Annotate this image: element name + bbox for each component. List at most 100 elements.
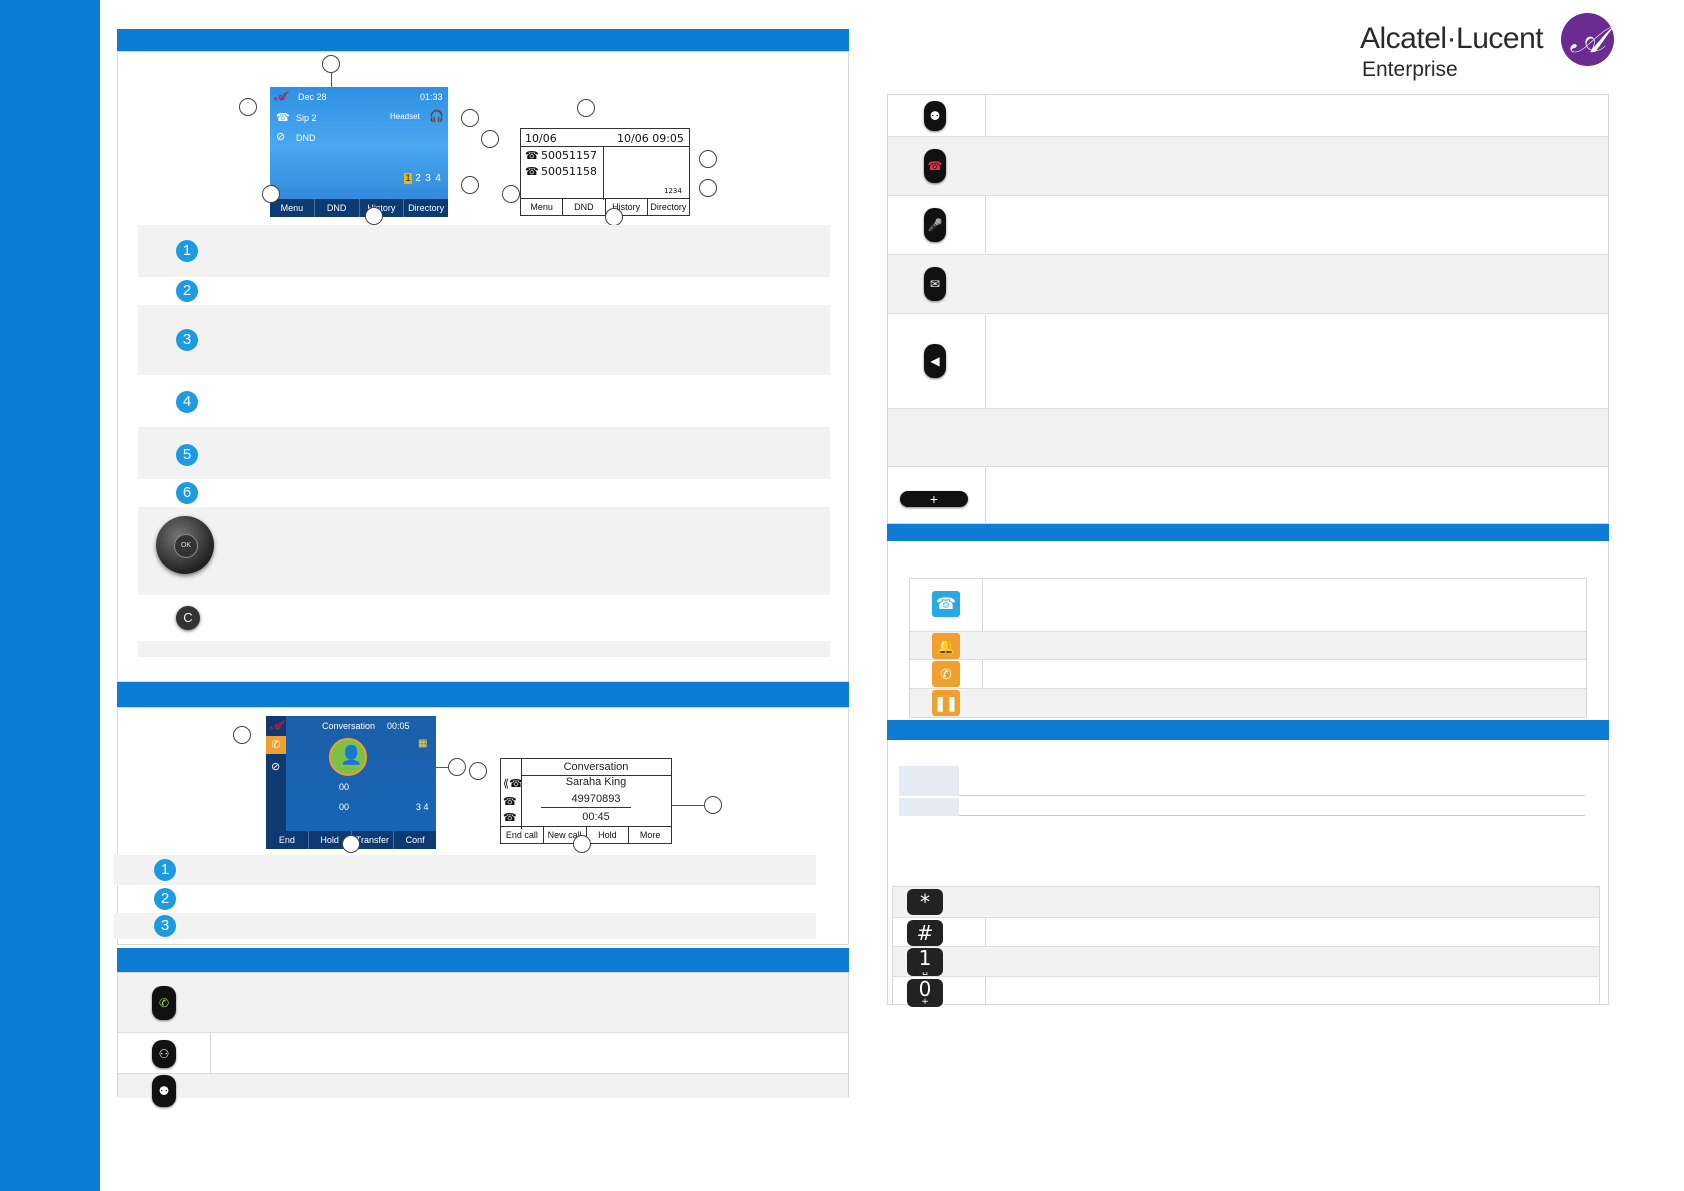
keypad-row: * [893,887,1599,917]
left-accent-bar [0,0,100,1191]
callout-marker [577,99,595,117]
softkey-dnd[interactable]: DND [313,199,359,217]
phone-line-icon: ☎ [525,165,539,178]
legend-number: 5 [176,444,198,466]
zero-key[interactable]: 0 + [907,979,943,1007]
key-row: ✉ [888,254,1608,313]
idle-screen-section: 𝒜 Dec 28 01:33 ☎ Sip 2 Headset 🎧 ⊘ DND 1… [117,51,849,682]
plus-icon: + [929,491,939,507]
mono-caller-number: 49970893 [571,793,621,805]
conference-key[interactable]: ⚉ [152,1075,176,1107]
softkey-directory[interactable]: Directory [646,199,689,215]
idle-dnd-label: DND [296,133,316,143]
callout-marker [461,109,479,127]
ok-button[interactable]: OK [174,534,198,558]
key-row: ✆ [118,973,848,1032]
legend-row: 4 [138,375,830,427]
color-idle-screen: 𝒜 Dec 28 01:33 ☎ Sip 2 Headset 🎧 ⊘ DND 1… [270,87,448,217]
section-header-bar [887,720,1609,740]
softkey-hold[interactable]: Hold [585,827,629,843]
idle-time: 01:33 [420,92,443,102]
callout-marker [365,207,383,225]
softkey-more[interactable]: More [628,827,671,843]
conference-icon: ⚉ [158,1084,170,1098]
callout-marker [699,179,717,197]
caller-avatar: 👤 [329,738,367,776]
softkey-hold[interactable]: Hold [307,831,351,849]
conversation-sidebar [266,716,286,831]
phone-line-icon: ☎ [503,795,517,808]
brand-logo-icon: 𝒜 [1561,13,1614,66]
table-header-cell [899,798,959,816]
mono-datetime: 10/06 09:05 [617,132,684,145]
key-row: + [888,466,1608,525]
status-icons-table: ☎ 🔔 ✆ ❚❚ [909,578,1587,718]
keypad-row: 1 ␣ [893,946,1599,976]
table-header-cell [899,766,959,796]
key-row: ⚉ [888,95,1608,136]
idle-softkey-bar: Menu DND History Directory [270,199,448,217]
legend-row: C [138,595,830,641]
transfer-call-key[interactable]: ✆ [152,986,176,1020]
softkey-history[interactable]: History [604,199,647,215]
conversation-pages: 3 4 [416,802,429,812]
callout-marker [262,185,280,203]
key-row: ⚇ [118,1032,848,1073]
callout-marker [481,130,499,148]
conversation-line-b: 00 [339,802,350,812]
space-icon: ␣ [922,966,928,976]
speaker-key[interactable]: ◀ [924,344,946,378]
callout-marker [322,55,340,73]
legend-number: 1 [176,240,198,262]
handsfree-icon: ⟪☎ [503,777,523,790]
speaker-icon: ◀ [930,354,940,368]
softkey-dnd[interactable]: DND [562,199,604,215]
softkey-end[interactable]: End [278,835,295,845]
legend-number: 6 [176,482,198,504]
softkey-new-call[interactable]: New call [542,827,586,843]
status-row: ☎ [910,579,1586,631]
softkey-end-call[interactable]: End call [505,830,538,840]
mono-divider [521,759,522,829]
one-key[interactable]: 1 ␣ [907,948,943,976]
callout-marker [461,176,479,194]
contacts-icon: ▦ [418,738,428,749]
incoming-call-status-icon: ✆ [932,661,960,687]
legend-row: 1 [114,855,816,885]
softkey-conf[interactable]: Conf [393,831,436,849]
softkey-menu[interactable]: Menu [280,203,304,213]
headset-icon: 🎧 [429,109,444,123]
mono-idle-screen: 10/06 10/06 09:05 ☎ 50051157 ☎ 50051158 … [520,128,690,216]
plus-icon: + [921,997,929,1007]
envelope-icon: ✉ [929,277,941,291]
callout-marker [573,835,591,853]
star-key[interactable]: * [907,889,943,915]
volume-key[interactable]: + [900,491,968,507]
callout-marker [342,835,360,853]
mute-key[interactable]: 🎤 [924,208,946,242]
clear-key[interactable]: C [176,606,200,630]
keypad-row: # [893,917,1599,946]
redial-key[interactable]: ☎ [924,149,946,183]
callout-marker [239,98,257,116]
legend-row: OK [138,507,830,595]
brand-logo-icon: 𝒜 [274,89,286,103]
column-divider [210,973,211,1098]
navigator-key[interactable]: OK [156,516,214,574]
hash-key[interactable]: # [907,920,943,946]
zero-key-label: 0 [918,977,932,1001]
softkey-menu[interactable]: Menu [530,202,553,212]
key-row: ⚉ [118,1073,848,1107]
message-key[interactable]: ✉ [924,267,946,301]
idle-line-label: Sip 2 [296,113,317,123]
contacts-icon: ⚉ [929,109,941,123]
hold-key[interactable]: ⚇ [152,1040,176,1068]
contacts-key[interactable]: ⚉ [924,101,946,131]
key-row: 🎤 [888,195,1608,254]
legend-row: 6 [138,479,830,507]
person-icon: 👤 [340,745,363,765]
softkey-directory[interactable]: Directory [403,199,448,217]
callout-marker [704,796,722,814]
status-row: ❚❚ [910,688,1586,717]
softkey-history[interactable]: History [358,199,404,217]
